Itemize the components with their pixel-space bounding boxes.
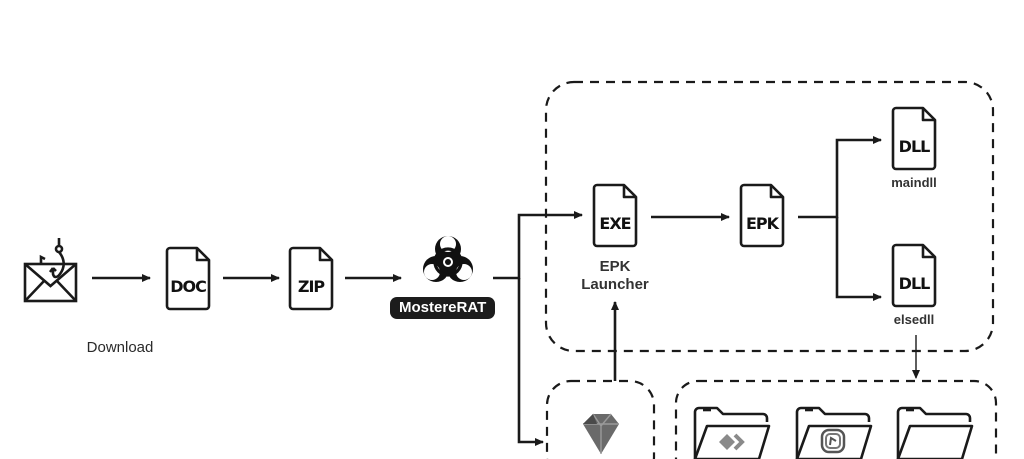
svg-text:ZIP: ZIP xyxy=(298,277,326,296)
folder-tightvnc-icon xyxy=(795,406,873,459)
svg-text:EPK: EPK xyxy=(746,214,780,233)
zip-file-icon: ZIP xyxy=(288,246,334,311)
folder-anydesk-icon xyxy=(693,406,771,459)
epk-launcher-label-line2: Launcher xyxy=(581,276,649,293)
epk-file-icon: EPK xyxy=(739,183,785,248)
ruby-group-box xyxy=(545,379,656,459)
elsedll-label: elsedll xyxy=(893,312,935,327)
edge-epk-maindll xyxy=(798,136,882,219)
folder-empty-icon xyxy=(896,406,974,459)
edge-malware-ruby xyxy=(517,278,544,446)
mostererat-badge: MostereRAT xyxy=(390,297,496,319)
epk-group-box xyxy=(544,80,995,353)
download-label: Download xyxy=(86,339,154,356)
edge-malware-exe xyxy=(493,211,583,280)
svg-text:DLL: DLL xyxy=(899,274,930,293)
svg-text:DOC: DOC xyxy=(170,277,206,296)
epk-launcher-label: EPK Launcher xyxy=(565,258,665,294)
doc-file-icon: DOC xyxy=(165,246,211,311)
maindll-label: maindll xyxy=(891,175,937,190)
folders-group-box xyxy=(674,379,998,459)
svg-text:EXE: EXE xyxy=(599,214,630,233)
maindll-file-icon: DLL xyxy=(891,106,937,171)
epk-launcher-label-line1: EPK xyxy=(599,258,631,275)
biohazard-icon xyxy=(423,236,473,282)
edge-epk-elsedll xyxy=(835,217,882,301)
phishing-email-icon xyxy=(23,238,78,303)
elsedll-file-icon: DLL xyxy=(891,243,937,308)
exe-file-icon: EXE xyxy=(592,183,638,248)
ruby-gem-icon xyxy=(583,413,619,454)
svg-text:DLL: DLL xyxy=(899,137,930,156)
